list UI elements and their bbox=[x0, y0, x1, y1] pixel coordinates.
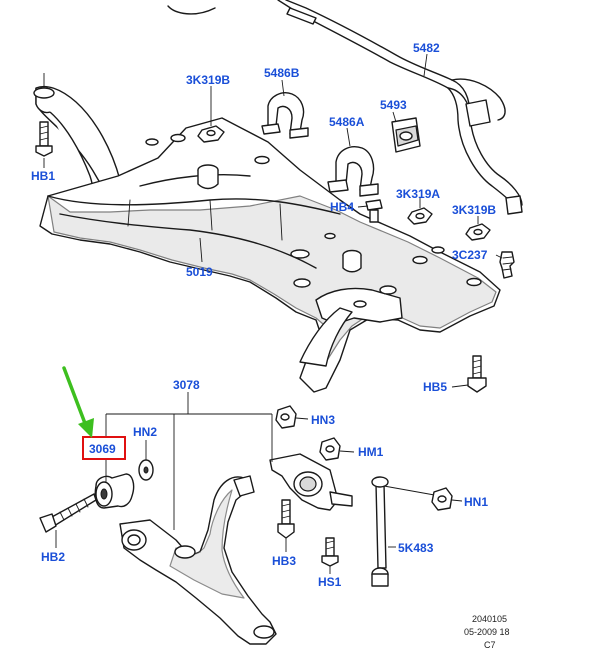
highlight-box-3069 bbox=[82, 436, 126, 460]
lower-control-arm-3078 bbox=[119, 475, 277, 645]
green-arrow-icon bbox=[62, 366, 94, 438]
bushing-clamp-5486a bbox=[327, 146, 379, 197]
label-5493[interactable]: 5493 bbox=[380, 98, 407, 112]
label-3k319a[interactable]: 3K319A bbox=[396, 187, 440, 201]
nut-hn1 bbox=[431, 487, 453, 511]
label-5k483[interactable]: 5K483 bbox=[398, 541, 434, 555]
part-labels: 5482 3K319B 5486B 5493 5486A HB1 HB4 3K3… bbox=[31, 41, 496, 589]
label-hn2[interactable]: HN2 bbox=[133, 425, 157, 439]
label-hs1[interactable]: HS1 bbox=[318, 575, 342, 589]
label-hb1[interactable]: HB1 bbox=[31, 169, 55, 183]
label-hb2[interactable]: HB2 bbox=[41, 550, 65, 564]
nut-hn3 bbox=[275, 405, 297, 429]
bolt-hb3 bbox=[277, 499, 295, 539]
label-3078[interactable]: 3078 bbox=[173, 378, 200, 392]
footer-code: 2040105 bbox=[472, 614, 507, 624]
drawing-footer: 2040105 05-2009 18 C7 bbox=[464, 614, 510, 650]
stabilizer-bar bbox=[167, 0, 523, 215]
footer-date: 05-2009 18 bbox=[464, 627, 510, 637]
nut-hm1 bbox=[319, 437, 341, 461]
label-3069[interactable]: 3069 bbox=[89, 442, 116, 456]
label-3k319b-top[interactable]: 3K319B bbox=[186, 73, 230, 87]
nut-3k319a bbox=[407, 207, 433, 225]
bolt-hb4 bbox=[365, 199, 383, 223]
label-3k319b-right[interactable]: 3K319B bbox=[452, 203, 496, 217]
leader-lines bbox=[43, 53, 503, 574]
front-subframe bbox=[33, 73, 501, 393]
bushing-3069 bbox=[94, 473, 135, 509]
label-5019[interactable]: 5019 bbox=[186, 265, 213, 279]
footer-ref: C7 bbox=[484, 640, 496, 649]
nut-3k319b-top bbox=[197, 125, 225, 143]
label-hm1[interactable]: HM1 bbox=[358, 445, 384, 459]
label-hb4[interactable]: HB4 bbox=[330, 200, 354, 214]
rear-bushing-bracket bbox=[269, 453, 353, 511]
label-hb3[interactable]: HB3 bbox=[272, 554, 296, 568]
clip-3c237 bbox=[499, 251, 515, 279]
label-hn3[interactable]: HN3 bbox=[311, 413, 335, 427]
stabilizer-link-5k483 bbox=[371, 476, 441, 587]
bushing-clamp-5486b bbox=[261, 92, 309, 139]
label-hb5[interactable]: HB5 bbox=[423, 380, 447, 394]
label-hn1[interactable]: HN1 bbox=[464, 495, 488, 509]
label-5482[interactable]: 5482 bbox=[413, 41, 440, 55]
label-5486a[interactable]: 5486A bbox=[329, 115, 365, 129]
label-5486b[interactable]: 5486B bbox=[264, 66, 300, 80]
bushing-5493 bbox=[391, 117, 421, 153]
bolt-hb2 bbox=[39, 493, 97, 533]
bolt-hs1 bbox=[321, 537, 339, 567]
washer-hn2 bbox=[138, 459, 154, 481]
nut-3k319b-right bbox=[465, 223, 491, 241]
label-3c237[interactable]: 3C237 bbox=[452, 248, 488, 262]
